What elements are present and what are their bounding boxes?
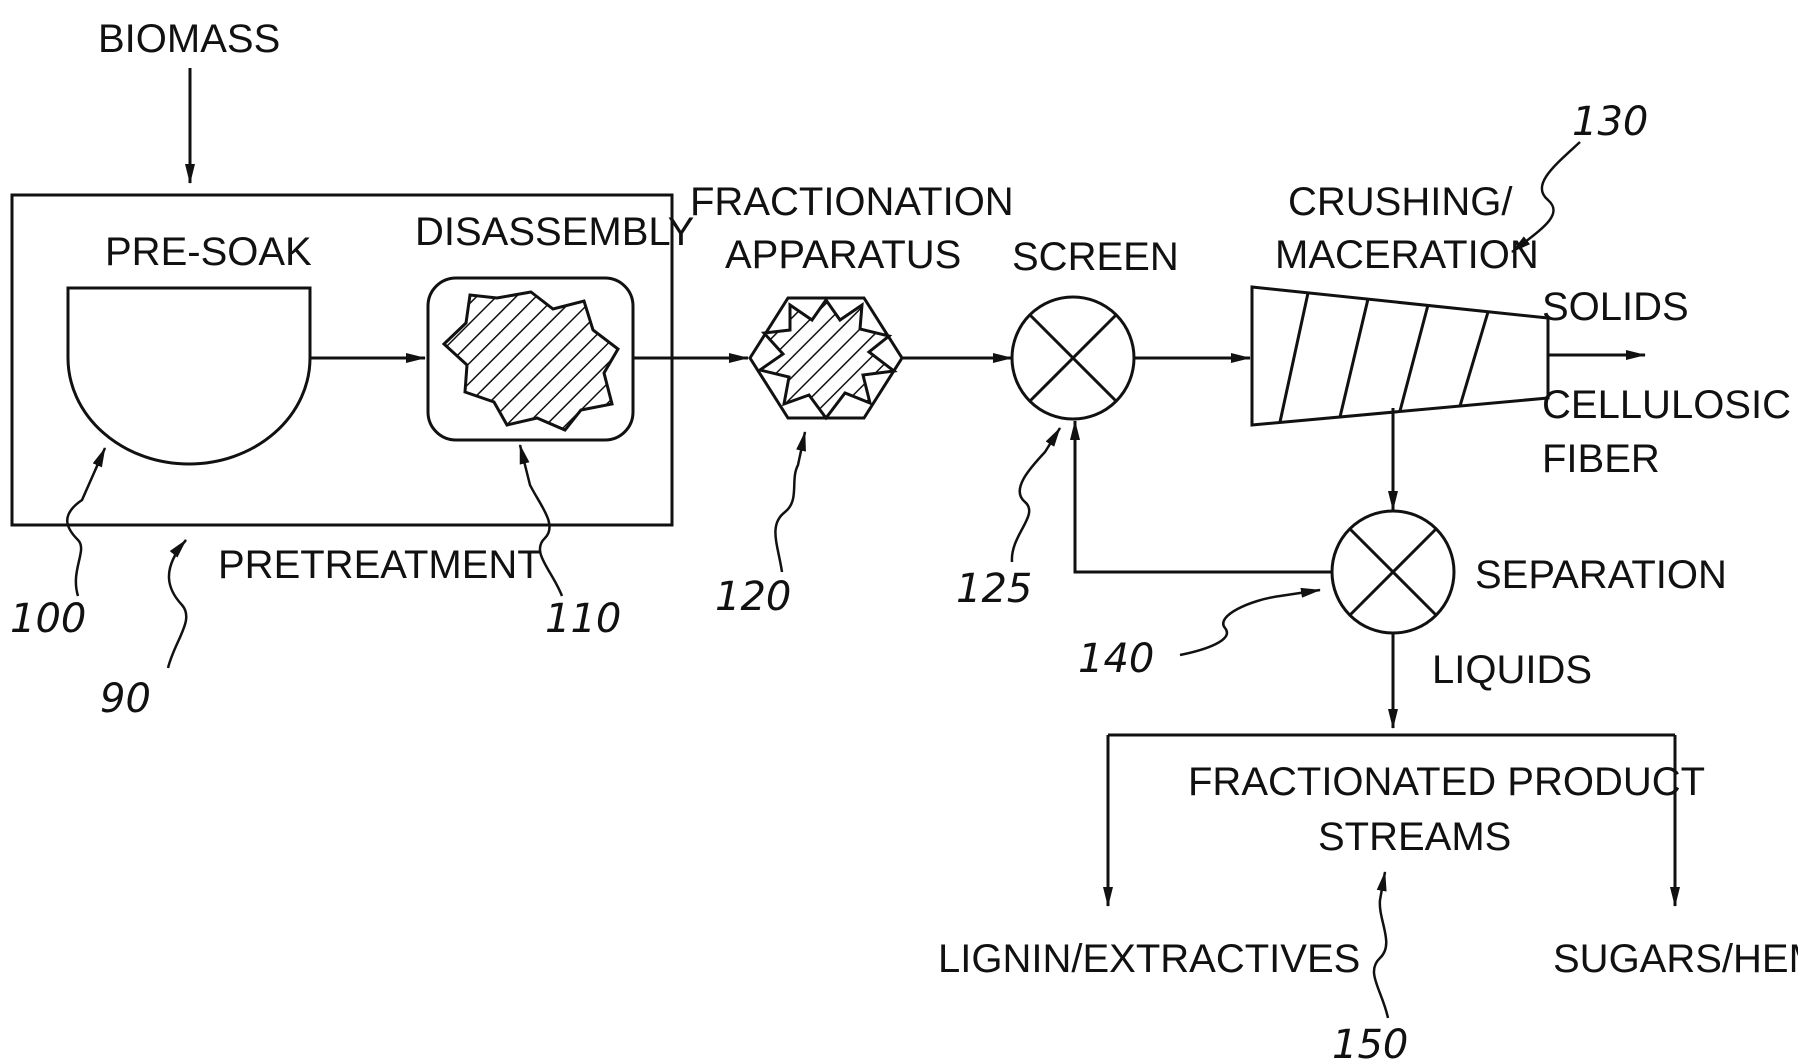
- leader-150: [1374, 872, 1388, 1018]
- leader-125: [1012, 428, 1060, 562]
- disassembly-hatched-star: [444, 292, 618, 430]
- screen-unit: [1012, 297, 1134, 419]
- ref-150: 150: [1332, 1022, 1408, 1064]
- ref-130: 130: [1572, 99, 1648, 145]
- disassembly-label: DISASSEMBLY: [415, 210, 694, 254]
- leader-120: [775, 432, 805, 572]
- separation-unit: [1332, 511, 1454, 633]
- fractionation-label-line2: APPARATUS: [725, 233, 961, 277]
- product-streams-label-line2: STREAMS: [1318, 815, 1511, 859]
- lignin-label: LIGNIN/EXTRACTIVES: [938, 937, 1360, 981]
- leader-140: [1180, 590, 1320, 655]
- pre-soak-vessel: [68, 288, 310, 464]
- cellulosic-label-line2: FIBER: [1542, 437, 1660, 481]
- crushing-label-line2: MACERATION: [1275, 233, 1539, 277]
- ref-110: 110: [545, 596, 621, 642]
- ref-125: 125: [956, 566, 1032, 612]
- ref-100: 100: [10, 596, 86, 642]
- crushing-label-line1: CRUSHING/: [1288, 180, 1513, 224]
- arrow-separation-recycle-to-screen: [1075, 421, 1332, 572]
- solids-label: SOLIDS: [1542, 285, 1689, 329]
- cellulosic-label-line1: CELLULOSIC: [1542, 383, 1791, 427]
- ref-120: 120: [715, 574, 791, 620]
- separation-label: SEPARATION: [1475, 553, 1727, 597]
- product-streams-label-line1: FRACTIONATED PRODUCT: [1188, 760, 1705, 804]
- pretreatment-label: PRETREATMENT: [218, 543, 542, 587]
- biomass-label: BIOMASS: [98, 17, 280, 61]
- crushing-unit: [1252, 287, 1548, 425]
- ref-140: 140: [1078, 636, 1154, 682]
- screen-label: SCREEN: [1012, 235, 1179, 279]
- fractionation-label-line1: FRACTIONATION: [690, 180, 1014, 224]
- ref-90: 90: [100, 676, 151, 722]
- pre-soak-label: PRE-SOAK: [105, 230, 312, 274]
- sugars-label: SUGARS/HEMIS: [1553, 937, 1798, 981]
- liquids-label: LIQUIDS: [1432, 648, 1592, 692]
- leader-90: [168, 540, 186, 668]
- leader-100: [67, 448, 105, 596]
